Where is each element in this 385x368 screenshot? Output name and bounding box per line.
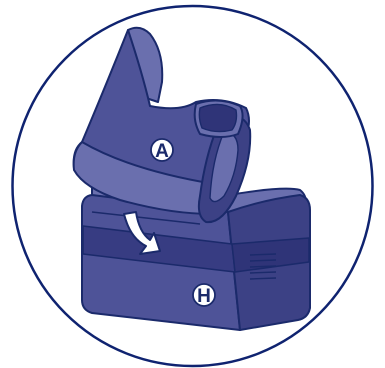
callout-h: H <box>193 284 215 307</box>
callout-a-label: A <box>155 141 169 162</box>
callout-h-label: H <box>197 286 211 307</box>
callout-a: A <box>151 139 173 162</box>
mouthpiece-cap-button-top <box>199 104 236 131</box>
